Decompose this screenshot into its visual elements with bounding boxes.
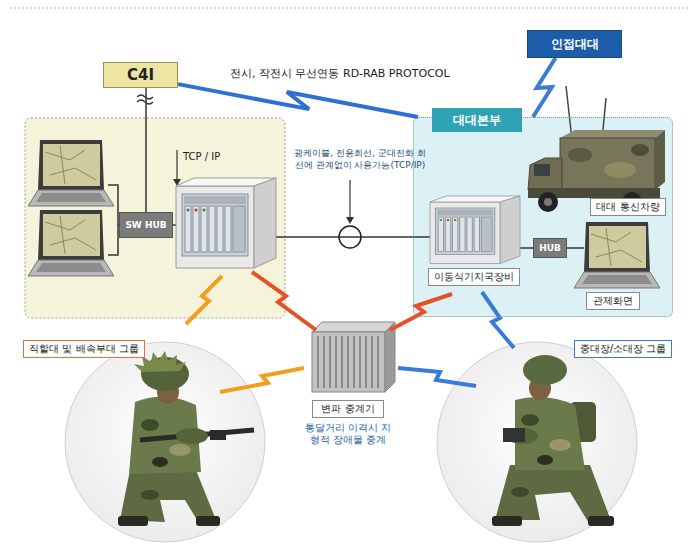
hub-box: SW HUB: [119, 212, 172, 238]
truck-icon: [538, 192, 558, 212]
relay-icon: [312, 322, 395, 332]
left-panel: [25, 118, 285, 318]
soldier-figure: [588, 516, 614, 526]
laptop-icon: [28, 140, 114, 206]
node-text: 중대장/소대장 그룹: [580, 342, 667, 356]
truck-icon: [631, 144, 649, 156]
wire-line: [276, 236, 430, 238]
node-text: 이동식기지국장비: [434, 270, 514, 284]
soldier-figure: [521, 414, 539, 426]
soldier-figure: [537, 455, 553, 465]
soldier-figure: [196, 516, 220, 526]
laptop-icon: [574, 222, 660, 288]
group-label: 중대장/소대장 그룹: [574, 340, 673, 358]
circle-ground: [437, 342, 637, 542]
soldier-figure: [503, 428, 525, 442]
soldier-figure: [141, 490, 159, 500]
node-text: 직할대 및 배속부대 그룹: [29, 342, 139, 356]
node-text: HUB: [539, 243, 561, 253]
note-label: 광케이블, 전용회선, 군대전화 회선에 관계없이 사용가능(TCP/IP): [294, 148, 426, 171]
pointer-arrow: [346, 217, 354, 224]
wire-link: [145, 88, 147, 212]
hub-box: HUB: [533, 238, 567, 258]
panel-heading: 대대본부: [432, 108, 522, 132]
node-text: 변파 중계기: [321, 402, 374, 416]
soldier-figure: [549, 439, 571, 451]
wireless-link: [533, 58, 556, 117]
top-rule: [10, 8, 690, 9]
truck-icon: [568, 148, 592, 162]
relay-label: 변파 중계기: [312, 400, 384, 418]
truck-icon: [655, 130, 665, 190]
truck-icon: [528, 86, 665, 212]
pointer-arrow: [176, 150, 177, 180]
right-panel-ground: [413, 117, 673, 317]
link-label: 전시, 작전시 무선연동 RD-RAB PROTOCOL: [228, 66, 452, 81]
radio-bolt: [252, 272, 316, 330]
wireless-link: [178, 84, 418, 117]
right-panel-ground: [413, 117, 673, 317]
truck-icon: [604, 162, 636, 178]
line-symbol: [339, 226, 361, 248]
line-symbol: [137, 95, 153, 104]
soldier-figure: [118, 351, 254, 526]
truck-icon: [544, 198, 552, 206]
node-text: 대대 통신차량: [596, 200, 659, 214]
soldier-figure: [523, 355, 567, 385]
hq-panel: 대대 통신차량HUB이동식기지국장비관제화면대대본부: [413, 117, 673, 317]
rack-icon: [176, 178, 520, 268]
screen-label: 관제화면: [586, 292, 640, 310]
node-text: SW HUB: [125, 220, 166, 230]
note-label: TCP / IP: [183, 150, 220, 163]
wire-line: [108, 185, 177, 255]
node-text: C4I: [127, 66, 154, 84]
relay-icon: [385, 322, 395, 392]
soldier-figure: [152, 457, 168, 467]
equipment-label: 이동식기지국장비: [428, 268, 520, 286]
left-panel: [25, 118, 285, 318]
truck-icon: [560, 130, 665, 138]
rack-icon: [176, 178, 276, 268]
soldier-figure: [169, 444, 191, 456]
truck-icon: [534, 164, 550, 176]
radio-bolt: [186, 276, 222, 324]
pointer-arrow: [349, 180, 350, 218]
radio-bolt: [186, 272, 514, 392]
node-text: 인접대대: [551, 36, 599, 53]
relay-icon: [312, 332, 385, 392]
c4i-box: C4I: [103, 62, 178, 88]
vehicle-label: 대대 통신차량: [590, 198, 665, 216]
group-label: 직할대 및 배속부대 그룹: [23, 340, 145, 358]
soldier-figure: [492, 516, 522, 526]
soldier-figure: [511, 487, 529, 497]
laptop-icon: [28, 210, 114, 276]
note-label: 통달거리 이격시 지형적 장애물 중계: [303, 422, 393, 447]
rack-icon: [430, 196, 520, 264]
truck-icon: [566, 86, 572, 140]
top-rule: [10, 8, 690, 9]
relay-icon: [318, 336, 378, 388]
soldier-figure: [210, 430, 226, 440]
soldier-figure: [492, 355, 614, 526]
unit-box: 인접대대: [527, 30, 622, 58]
relay-icon: [312, 322, 395, 392]
node-text: 관제화면: [593, 294, 633, 308]
soldier-figure: [141, 419, 159, 431]
radio-bolt: [390, 294, 452, 330]
radio-bolt: [398, 368, 476, 386]
truck-icon: [560, 138, 655, 190]
radio-bolt: [482, 292, 514, 348]
radio-bolt: [220, 368, 304, 392]
soldier-figure: [176, 428, 208, 444]
circle-ground: [65, 342, 265, 542]
soldier-figure: [118, 516, 148, 526]
